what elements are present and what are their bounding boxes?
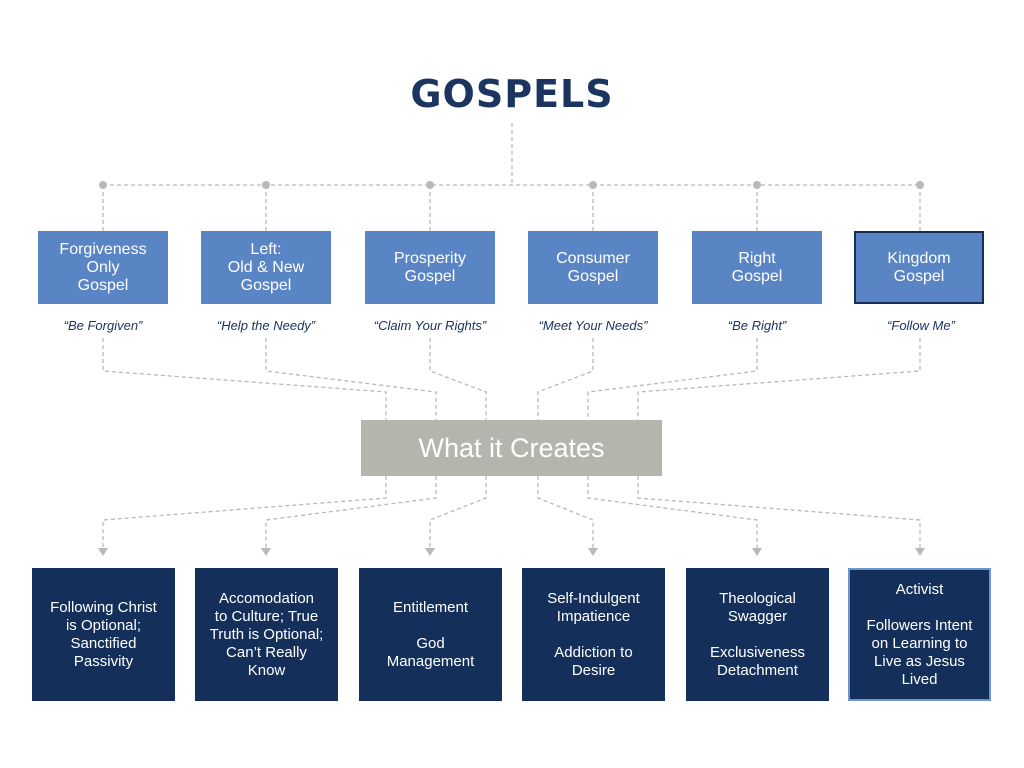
result-text: Exclusiveness Detachment (709, 643, 806, 679)
result-text: Following Christ is Optional; Sanctified… (50, 598, 157, 670)
gospel-quote-prosperity: “Claim Your Rights” (373, 318, 487, 333)
gospel-box-prosperity: Prosperity Gospel (365, 231, 495, 304)
to-center-connector (265, 338, 437, 420)
result-text: Activist (895, 580, 944, 598)
to-result-connector (429, 476, 487, 548)
gospel-quote-right: “Be Right” (727, 318, 787, 333)
result-box-right: Theological Swagger Exclusiveness Detach… (686, 568, 829, 701)
to-center-connector (102, 338, 387, 420)
gospel-quote-left: “Help the Needy” (216, 318, 316, 333)
to-result-connector (265, 476, 437, 548)
gospel-box-right: Right Gospel (692, 231, 822, 304)
to-result-connector (637, 476, 921, 548)
result-text: Addiction to Desire (554, 643, 633, 679)
result-box-left: Accomodation to Culture; True Truth is O… (195, 568, 338, 701)
to-result-connector (102, 476, 387, 548)
result-text: Accomodation to Culture; True Truth is O… (209, 589, 324, 679)
result-text: Theological Swagger (719, 589, 796, 625)
arrowhead (588, 548, 598, 556)
result-box-prosperity: Entitlement God Management (359, 568, 502, 701)
result-text: Entitlement (392, 598, 469, 616)
page-title: GOSPELS (410, 72, 614, 116)
to-center-connector (429, 338, 487, 420)
result-text: Self-Indulgent Impatience (547, 589, 640, 625)
to-center-connector (537, 338, 594, 420)
arrowhead (98, 548, 108, 556)
arrowhead (261, 548, 271, 556)
to-center-connector (587, 338, 758, 420)
what-it-creates-box: What it Creates (361, 420, 662, 476)
gospel-box-kingdom: Kingdom Gospel (854, 231, 984, 304)
result-text: God Management (386, 634, 475, 670)
gospel-box-consumer: Consumer Gospel (528, 231, 658, 304)
gospel-box-forgiveness-only: Forgiveness Only Gospel (38, 231, 168, 304)
to-center-connector (637, 338, 921, 420)
result-box-consumer: Self-Indulgent Impatience Addiction to D… (522, 568, 665, 701)
gospel-quote-forgiveness-only: “Be Forgiven” (63, 318, 143, 333)
result-box-forgiveness-only: Following Christ is Optional; Sanctified… (32, 568, 175, 701)
result-box-kingdom: Activist Followers Intent on Learning to… (848, 568, 991, 701)
gospel-quote-kingdom: “Follow Me” (887, 318, 955, 333)
arrowhead (752, 548, 762, 556)
arrowhead (425, 548, 435, 556)
to-result-connector (587, 476, 758, 548)
arrowhead (915, 548, 925, 556)
gospel-box-left: Left: Old & New Gospel (201, 231, 331, 304)
result-text: Followers Intent on Learning to Live as … (866, 616, 973, 688)
to-result-connector (537, 476, 594, 548)
gospel-quote-consumer: “Meet Your Needs” (538, 318, 648, 333)
